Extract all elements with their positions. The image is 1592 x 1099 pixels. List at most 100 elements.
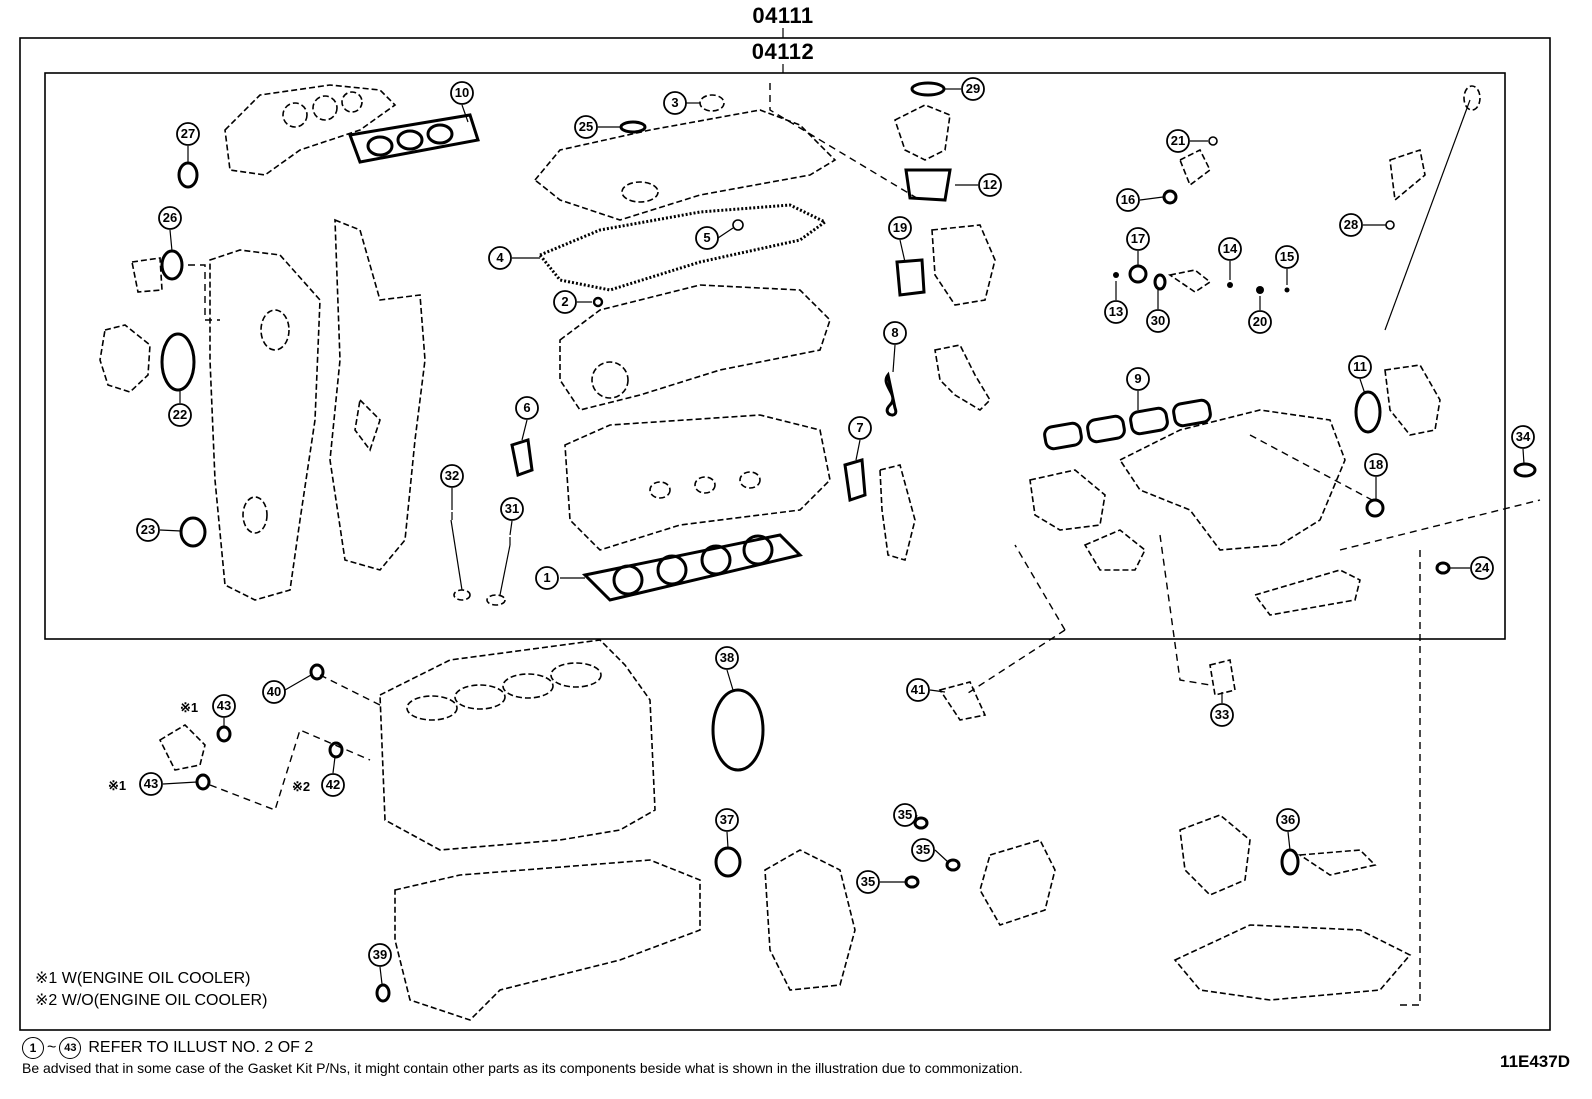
oil-level-gauge-guide	[1389, 148, 1426, 202]
callout-11: 11	[1348, 355, 1372, 395]
gasket-2	[592, 296, 604, 308]
svg-text:8: 8	[891, 325, 898, 340]
gasket-41-part	[938, 681, 987, 721]
svg-text:1: 1	[543, 570, 550, 585]
gasket-37	[714, 846, 742, 878]
outer-kit-frame	[19, 37, 1551, 1031]
gasket-7	[843, 458, 867, 502]
water-pipe	[1297, 849, 1377, 876]
gasket-21	[1208, 136, 1218, 146]
oil-seal-27	[177, 161, 199, 189]
gasket-8	[884, 371, 898, 417]
callout-29: 29	[945, 77, 985, 101]
svg-text:37: 37	[720, 812, 734, 827]
callout-39: 39	[368, 943, 392, 985]
svg-text:12: 12	[983, 177, 997, 192]
svg-text:29: 29	[966, 81, 980, 96]
callout-23: 23	[136, 518, 182, 542]
egr-valve	[1029, 469, 1106, 531]
refer-end-callout: 43	[59, 1037, 82, 1059]
svg-text:7: 7	[856, 420, 863, 435]
svg-text:31: 31	[505, 501, 519, 516]
gasket-39	[375, 983, 391, 1003]
o-ring-26	[160, 249, 184, 281]
oil-cooler	[158, 723, 206, 771]
gasket-25	[619, 120, 647, 134]
callout-40: 40	[262, 674, 312, 704]
gasket-43b	[195, 773, 211, 791]
svg-text:4: 4	[496, 250, 504, 265]
cover-link	[188, 264, 220, 321]
gasket-35a	[913, 816, 929, 830]
svg-text:39: 39	[373, 947, 387, 962]
timing-chain-cover	[209, 249, 321, 601]
link-41	[964, 544, 1066, 696]
outer-kit-part-number: 04111	[752, 3, 814, 28]
cylinder-head	[564, 414, 831, 551]
callout-15: 15	[1275, 245, 1299, 285]
water-inlet	[1179, 814, 1251, 896]
callout-35b: 35	[911, 838, 949, 863]
water-bypass-pipe	[879, 464, 916, 562]
svg-text:26: 26	[163, 210, 177, 225]
gasket-13	[1113, 272, 1119, 278]
svg-text:2: 2	[561, 294, 568, 309]
gasket-17	[1128, 264, 1148, 284]
gasket-15	[1284, 287, 1290, 293]
gasket-35c	[904, 875, 920, 889]
gasket-5	[732, 219, 744, 231]
gasket-18	[1365, 498, 1385, 518]
callout-5: 5	[695, 226, 734, 250]
svg-text:30: 30	[1151, 313, 1165, 328]
gasket-34	[1513, 462, 1537, 478]
sensor-21	[1178, 148, 1212, 187]
callout-34: 34	[1511, 425, 1535, 465]
svg-text:14: 14	[1223, 241, 1238, 256]
callout-30: 30	[1146, 290, 1170, 333]
gasket-42	[328, 741, 344, 759]
intake-manifold-gasket-9	[1043, 398, 1212, 451]
svg-text:22: 22	[173, 407, 187, 422]
gasket-24	[1435, 561, 1451, 575]
svg-text:21: 21	[1171, 133, 1185, 148]
callout-22: 22	[168, 390, 192, 427]
svg-text:17: 17	[1131, 231, 1145, 246]
note-with-oil-cooler: ※1 W(ENGINE OIL COOLER)	[35, 970, 251, 987]
link-oil-pan	[1400, 550, 1421, 1006]
gasket-35b	[945, 858, 961, 872]
callout-36: 36	[1276, 808, 1300, 851]
callout-25: 25	[574, 115, 621, 139]
svg-text:25: 25	[579, 119, 593, 134]
oil-level-gauge-handle	[1463, 85, 1481, 111]
callout-28: 28	[1339, 213, 1386, 237]
callout-37: 37	[715, 808, 739, 849]
callout-17: 17	[1126, 227, 1150, 265]
gasket-19	[895, 258, 926, 297]
callout-8: 8	[883, 321, 907, 373]
oil-filler-bracket	[131, 257, 163, 293]
callout-26: 26	[158, 206, 182, 252]
inner-kit-part-number: 04112	[751, 39, 815, 64]
svg-text:28: 28	[1344, 217, 1358, 232]
camshaft-housing	[559, 284, 831, 411]
condition-mark-1b: ※1	[108, 778, 126, 793]
callout-3: 3	[663, 91, 700, 115]
timing-chain-case-rear	[329, 218, 426, 571]
gasket-40	[309, 663, 325, 681]
callout-31: 31	[500, 497, 524, 536]
callout-7: 7	[848, 416, 872, 461]
callout-16: 16	[1116, 188, 1164, 212]
disclaimer-text: Be advised that in some case of the Gask…	[22, 1060, 1023, 1076]
svg-text:13: 13	[1109, 304, 1123, 319]
svg-text:6: 6	[523, 400, 530, 415]
water-pump-assy	[99, 324, 151, 393]
callout-9: 9	[1126, 367, 1150, 410]
callout-6: 6	[515, 396, 539, 441]
svg-text:10: 10	[455, 85, 469, 100]
callout-33: 33	[1210, 692, 1234, 727]
head-cover-gasket-4	[537, 203, 828, 292]
oil-pan-upper	[394, 859, 701, 1021]
gasket-43a	[216, 725, 232, 743]
callout-32: 32	[440, 464, 464, 510]
gasket-14	[1227, 282, 1233, 288]
